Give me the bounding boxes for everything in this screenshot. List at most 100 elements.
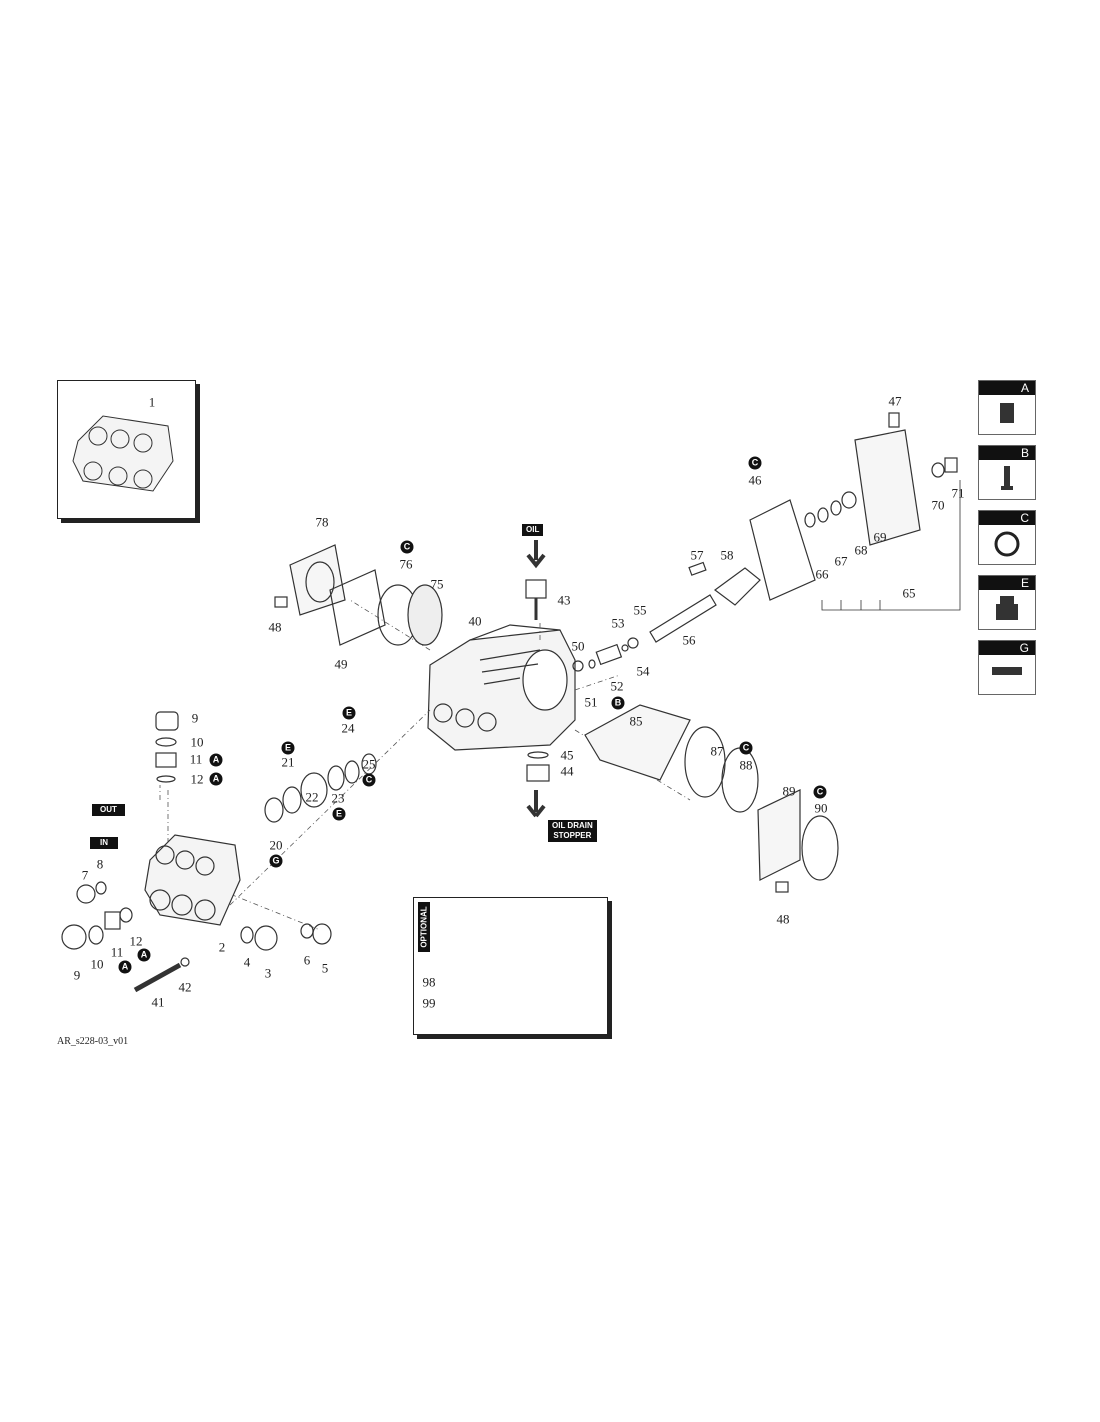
kit-badge: A (118, 960, 132, 974)
ring-kit-icon (992, 667, 1022, 675)
part-number-label: 5 (321, 960, 329, 976)
part-number-label: 76 (399, 556, 413, 572)
optional-box (413, 897, 608, 1035)
part-number-label: 42 (178, 979, 192, 995)
part-number-label: 68 (854, 542, 868, 558)
part-number-label: 46 (748, 472, 762, 488)
pump-head-icon (72, 415, 174, 492)
part-number-label: 11 (189, 751, 203, 767)
oil-drain-text: OIL DRAIN (552, 821, 593, 830)
part-number-label: 7 (81, 867, 89, 883)
stopper-text: STOPPER (553, 831, 592, 840)
out-tag: OUT (92, 804, 125, 816)
optional-text: OPTIONAL (419, 906, 429, 948)
kit-g: G (978, 640, 1036, 695)
part-number-label: 51 (584, 694, 598, 710)
part-number-label: 4 (243, 954, 251, 970)
part-number-label: 52 (610, 678, 624, 694)
pump-head-inset (57, 380, 196, 519)
kit-badge: C (813, 785, 827, 799)
part-number-label: 75 (430, 576, 444, 592)
kit-badge: C (400, 540, 414, 554)
part-number-label: 70 (931, 497, 945, 513)
kit-badge: E (281, 741, 295, 755)
part-number-label: 49 (334, 656, 348, 672)
kit-e: E (978, 575, 1036, 630)
part-number-label: 66 (815, 566, 829, 582)
o-ring-kit-icon (994, 531, 1020, 557)
part-number-label: 88 (739, 757, 753, 773)
kit-g-label: G (979, 641, 1035, 655)
part-number-label: 45 (560, 747, 574, 763)
part-number-label: 71 (951, 485, 965, 501)
part-number-label: 43 (557, 592, 571, 608)
kit-badge: G (269, 854, 283, 868)
part-number-label: 57 (690, 547, 704, 563)
part-number-label: 1 (148, 394, 156, 410)
kit-badge: E (342, 706, 356, 720)
part-number-label: 55 (633, 602, 647, 618)
oil-tag: OIL (522, 524, 544, 536)
part-number-label: 9 (191, 710, 199, 726)
kit-e-label: E (979, 576, 1035, 590)
part-number-label: 54 (636, 663, 650, 679)
part-number-label: 87 (710, 743, 724, 759)
part-number-label: 47 (888, 393, 902, 409)
part-number-label: 40 (468, 613, 482, 629)
kit-b: B (978, 445, 1036, 500)
optional-label: OPTIONAL (418, 902, 430, 952)
part-number-label: 44 (560, 763, 574, 779)
part-number-label: 10 (90, 956, 104, 972)
part-number-label: 69 (873, 529, 887, 545)
part-number-label: 8 (96, 856, 104, 872)
part-number-label: 41 (151, 994, 165, 1010)
part-number-label: 25 (362, 756, 376, 772)
valve-kit-icon (1000, 403, 1014, 423)
part-number-label: 10 (190, 734, 204, 750)
kit-badge: A (137, 948, 151, 962)
part-number-label: 22 (305, 789, 319, 805)
part-number-label: 50 (571, 638, 585, 654)
part-number-label: 89 (782, 783, 796, 799)
in-tag: IN (90, 837, 118, 849)
part-number-label: 85 (629, 713, 643, 729)
kit-a-label: A (979, 381, 1035, 395)
part-number-label: 53 (611, 615, 625, 631)
kit-badge: B (611, 696, 625, 710)
drawing-code: AR_s228-03_v01 (57, 1036, 129, 1047)
piston-kit-icon (1001, 466, 1013, 490)
crankcase-40 (427, 624, 576, 751)
part-number-label: 3 (264, 965, 272, 981)
part-number-label: 12 (190, 771, 204, 787)
kit-badge: C (748, 456, 762, 470)
part-number-label: 48 (776, 911, 790, 927)
kit-badge: E (332, 807, 346, 821)
part-number-label: 58 (720, 547, 734, 563)
seal-kit-icon (996, 596, 1018, 620)
part-number-label: 24 (341, 720, 355, 736)
part-number-label: 2 (218, 939, 226, 955)
part-number-label: 48 (268, 619, 282, 635)
part-number-label: 98 (422, 974, 436, 990)
part-number-label: 56 (682, 632, 696, 648)
part-number-label: 20 (269, 837, 283, 853)
kit-badge: C (739, 741, 753, 755)
part-number-label: 65 (902, 585, 916, 601)
kit-badge: A (209, 753, 223, 767)
kit-a: A (978, 380, 1036, 435)
part-number-label: 11 (110, 944, 124, 960)
kit-c: C (978, 510, 1036, 565)
part-number-label: 21 (281, 754, 295, 770)
kit-b-label: B (979, 446, 1035, 460)
kit-badge: A (209, 772, 223, 786)
part-number-label: 67 (834, 553, 848, 569)
manifold-head (144, 834, 241, 926)
part-number-label: 9 (73, 967, 81, 983)
part-number-label: 78 (315, 514, 329, 530)
kit-c-label: C (979, 511, 1035, 525)
part-number-label: 12 (129, 933, 143, 949)
part-number-label: 90 (814, 800, 828, 816)
part-number-label: 99 (422, 995, 436, 1011)
